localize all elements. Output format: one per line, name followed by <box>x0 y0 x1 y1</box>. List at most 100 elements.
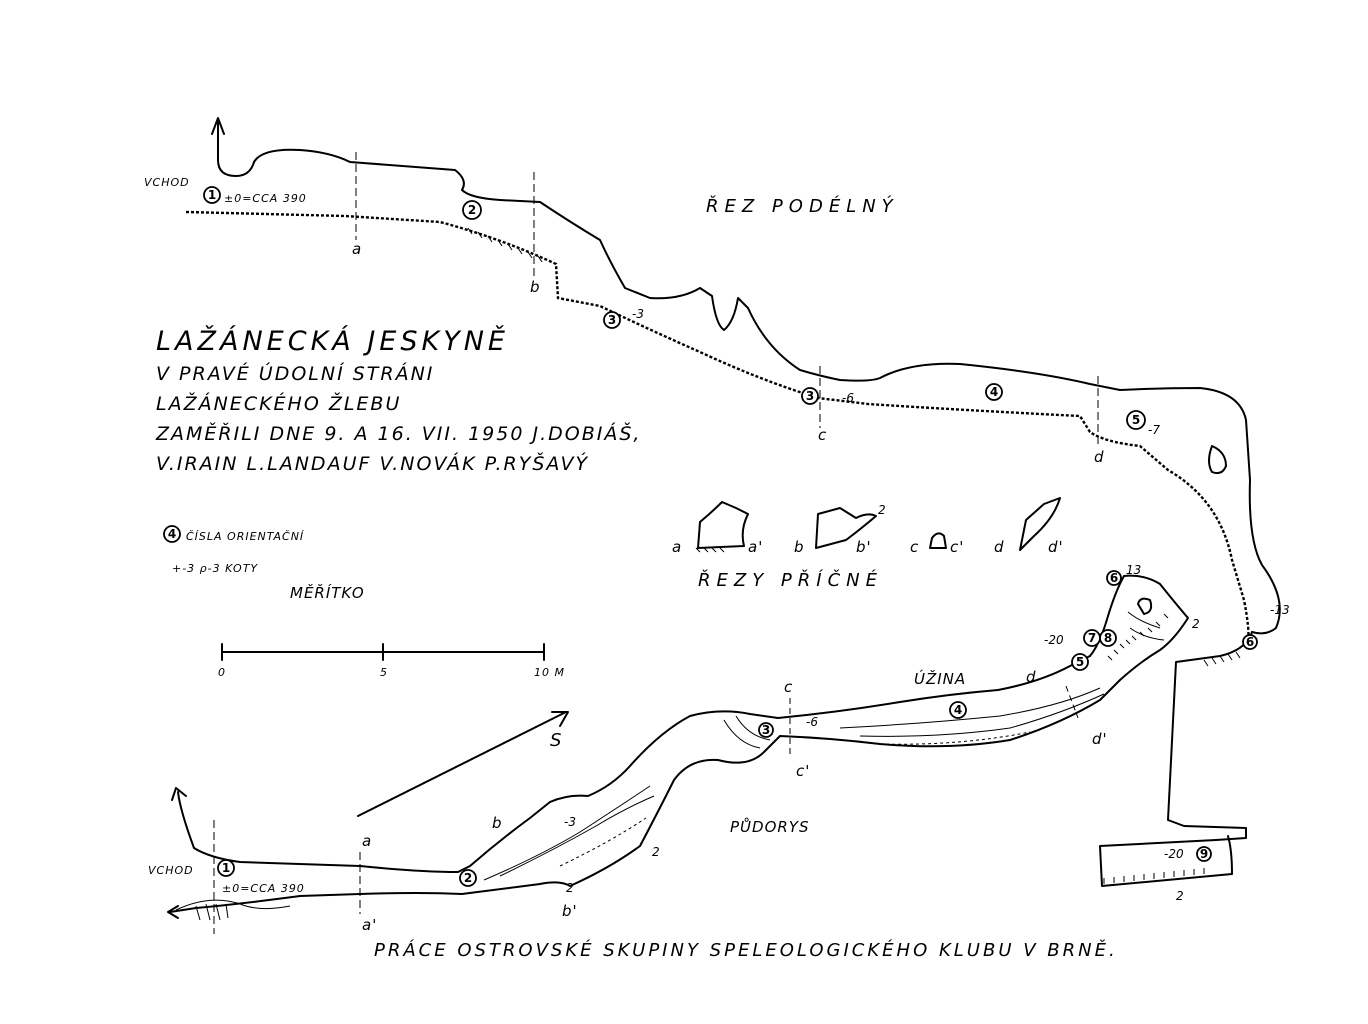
svg-text:3: 3 <box>762 723 770 737</box>
scale-tick-label: 0 <box>218 666 226 679</box>
cross-section-label: b <box>794 538 805 556</box>
cross-section-label: d <box>994 538 1005 556</box>
profile-marker: 9 <box>1196 846 1212 862</box>
plan-section-label: a <box>362 832 372 850</box>
plan-note: 2 <box>1192 617 1200 631</box>
cross-section-c <box>929 532 947 549</box>
profile-elevation: -20 <box>1164 847 1184 861</box>
plan-datum: ±0=CCA 390 <box>222 882 305 895</box>
legend-marker-symbol: 4 <box>163 525 181 543</box>
footer-credit: PRÁCE OSTROVSKÉ SKUPINY SPELEOLOGICKÉHO … <box>374 939 1118 961</box>
profile-datum: ±0=CCA 390 <box>224 192 307 205</box>
svg-text:1: 1 <box>208 188 216 202</box>
cross-section-b <box>815 507 877 549</box>
narrowing-label: ÚŽINA <box>914 669 966 688</box>
plan-note: 2 <box>652 845 660 859</box>
profile-section-a: a <box>352 240 362 258</box>
cross-section-label: d' <box>1048 538 1064 556</box>
plan-marker: 4 <box>949 701 967 719</box>
svg-text:1: 1 <box>222 861 230 875</box>
plan-marker: 5 <box>1071 653 1089 671</box>
plan-section-label: c' <box>796 762 810 780</box>
cross-sections-heading: ŘEZY PŘÍČNÉ <box>698 569 883 591</box>
plan-wall-upper <box>193 655 1091 873</box>
svg-text:4: 4 <box>954 703 962 717</box>
plan-note: 2 <box>1176 889 1184 903</box>
profile-ceiling <box>253 148 1281 635</box>
plan-marker: 7 <box>1083 629 1101 647</box>
profile-section-b: b <box>530 278 541 296</box>
svg-text:3: 3 <box>608 313 616 327</box>
svg-text:4: 4 <box>990 385 998 399</box>
profile-entrance-label: VCHOD <box>144 176 190 189</box>
plan-marker: 2 <box>459 869 477 887</box>
svg-text:6: 6 <box>1110 571 1118 585</box>
legend-spot-heights: +-3 ρ-3 KOTY <box>172 562 258 575</box>
plan-note: 2 <box>566 881 574 895</box>
north-label: S <box>550 730 567 751</box>
profile-heading: ŘEZ PODÉLNÝ <box>706 195 899 217</box>
legend-scale-label: MĚŘÍTKO <box>290 583 365 602</box>
profile-elevation: -7 <box>1148 423 1160 437</box>
profile-section-c: c <box>818 426 827 444</box>
plan-marker: 3 <box>758 722 774 738</box>
plan-section-label: a' <box>362 916 377 934</box>
cross-section-label: c <box>910 538 919 556</box>
title-line-3: LAŽÁNECKÉHO ŽLEBU <box>156 392 401 415</box>
cross-section-label: a' <box>748 538 763 556</box>
cross-section-label: a <box>672 538 682 556</box>
plan-elevation: -3 <box>564 815 576 829</box>
profile-marker: 4 <box>985 383 1003 401</box>
svg-text:9: 9 <box>1200 847 1208 861</box>
plan-heading: PŮDORYS <box>730 817 810 836</box>
profile-section-d: d <box>1094 448 1105 466</box>
longitudinal-section <box>185 117 1281 887</box>
plan-marker: 1 <box>217 859 235 877</box>
plan-section-label: c <box>784 678 793 696</box>
plan-wall-lower <box>195 679 1121 909</box>
cross-section-label: c' <box>950 538 964 556</box>
profile-elevation: -13 <box>1270 603 1290 617</box>
plan-elevation: -6 <box>806 715 818 729</box>
profile-elevation: -3 <box>632 307 644 321</box>
scale-bar <box>221 643 545 661</box>
north-arrow <box>357 711 567 817</box>
scale-tick-label: 5 <box>380 666 388 679</box>
svg-text:8: 8 <box>1104 631 1112 645</box>
cross-sections <box>695 497 1061 553</box>
entrance-arrow-profile <box>217 121 255 177</box>
svg-text:6: 6 <box>1246 635 1254 649</box>
plan-note: 13 <box>1126 563 1141 577</box>
legend-orientation-numbers: ČÍSLA ORIENTAČNÍ <box>186 530 305 543</box>
plan-marker: 6 <box>1106 570 1122 586</box>
svg-text:2: 2 <box>468 203 476 217</box>
profile-marker: 5 <box>1126 410 1146 430</box>
cross-section-note: 2 <box>878 503 886 517</box>
profile-marker: 6 <box>1242 634 1258 650</box>
profile-marker: 3 <box>801 387 819 405</box>
title-line-4: ZAMĚŘILI DNE 9. A 16. VII. 1950 J.DOBIÁŠ… <box>155 421 641 445</box>
svg-text:4: 4 <box>168 527 176 541</box>
profile-elevation: -6 <box>842 391 854 405</box>
plan-upper-chamber <box>1089 574 1189 681</box>
svg-text:3: 3 <box>806 389 814 403</box>
svg-text:5: 5 <box>1132 413 1140 427</box>
profile-marker: 3 <box>603 311 621 329</box>
svg-text:5: 5 <box>1076 655 1084 669</box>
plan-marker: 8 <box>1099 629 1117 647</box>
map-title: LAŽÁNECKÁ JESKYNĚ <box>156 325 509 357</box>
svg-text:7: 7 <box>1088 631 1096 645</box>
cross-section-d <box>1019 497 1061 551</box>
entrance-arrow-plan <box>177 791 195 849</box>
plan-section-label: d' <box>1092 730 1108 748</box>
plan-view <box>167 574 1189 934</box>
profile-shaft <box>1099 631 1253 887</box>
svg-text:2: 2 <box>464 871 472 885</box>
title-line-2: V PRAVÉ ÚDOLNÍ STRÁNI <box>156 361 434 385</box>
cross-section-a <box>697 501 749 549</box>
plan-elevation: -20 <box>1044 633 1064 647</box>
cross-section-label: b' <box>856 538 872 556</box>
plan-section-label: b' <box>562 902 578 920</box>
profile-marker: 2 <box>462 200 482 220</box>
